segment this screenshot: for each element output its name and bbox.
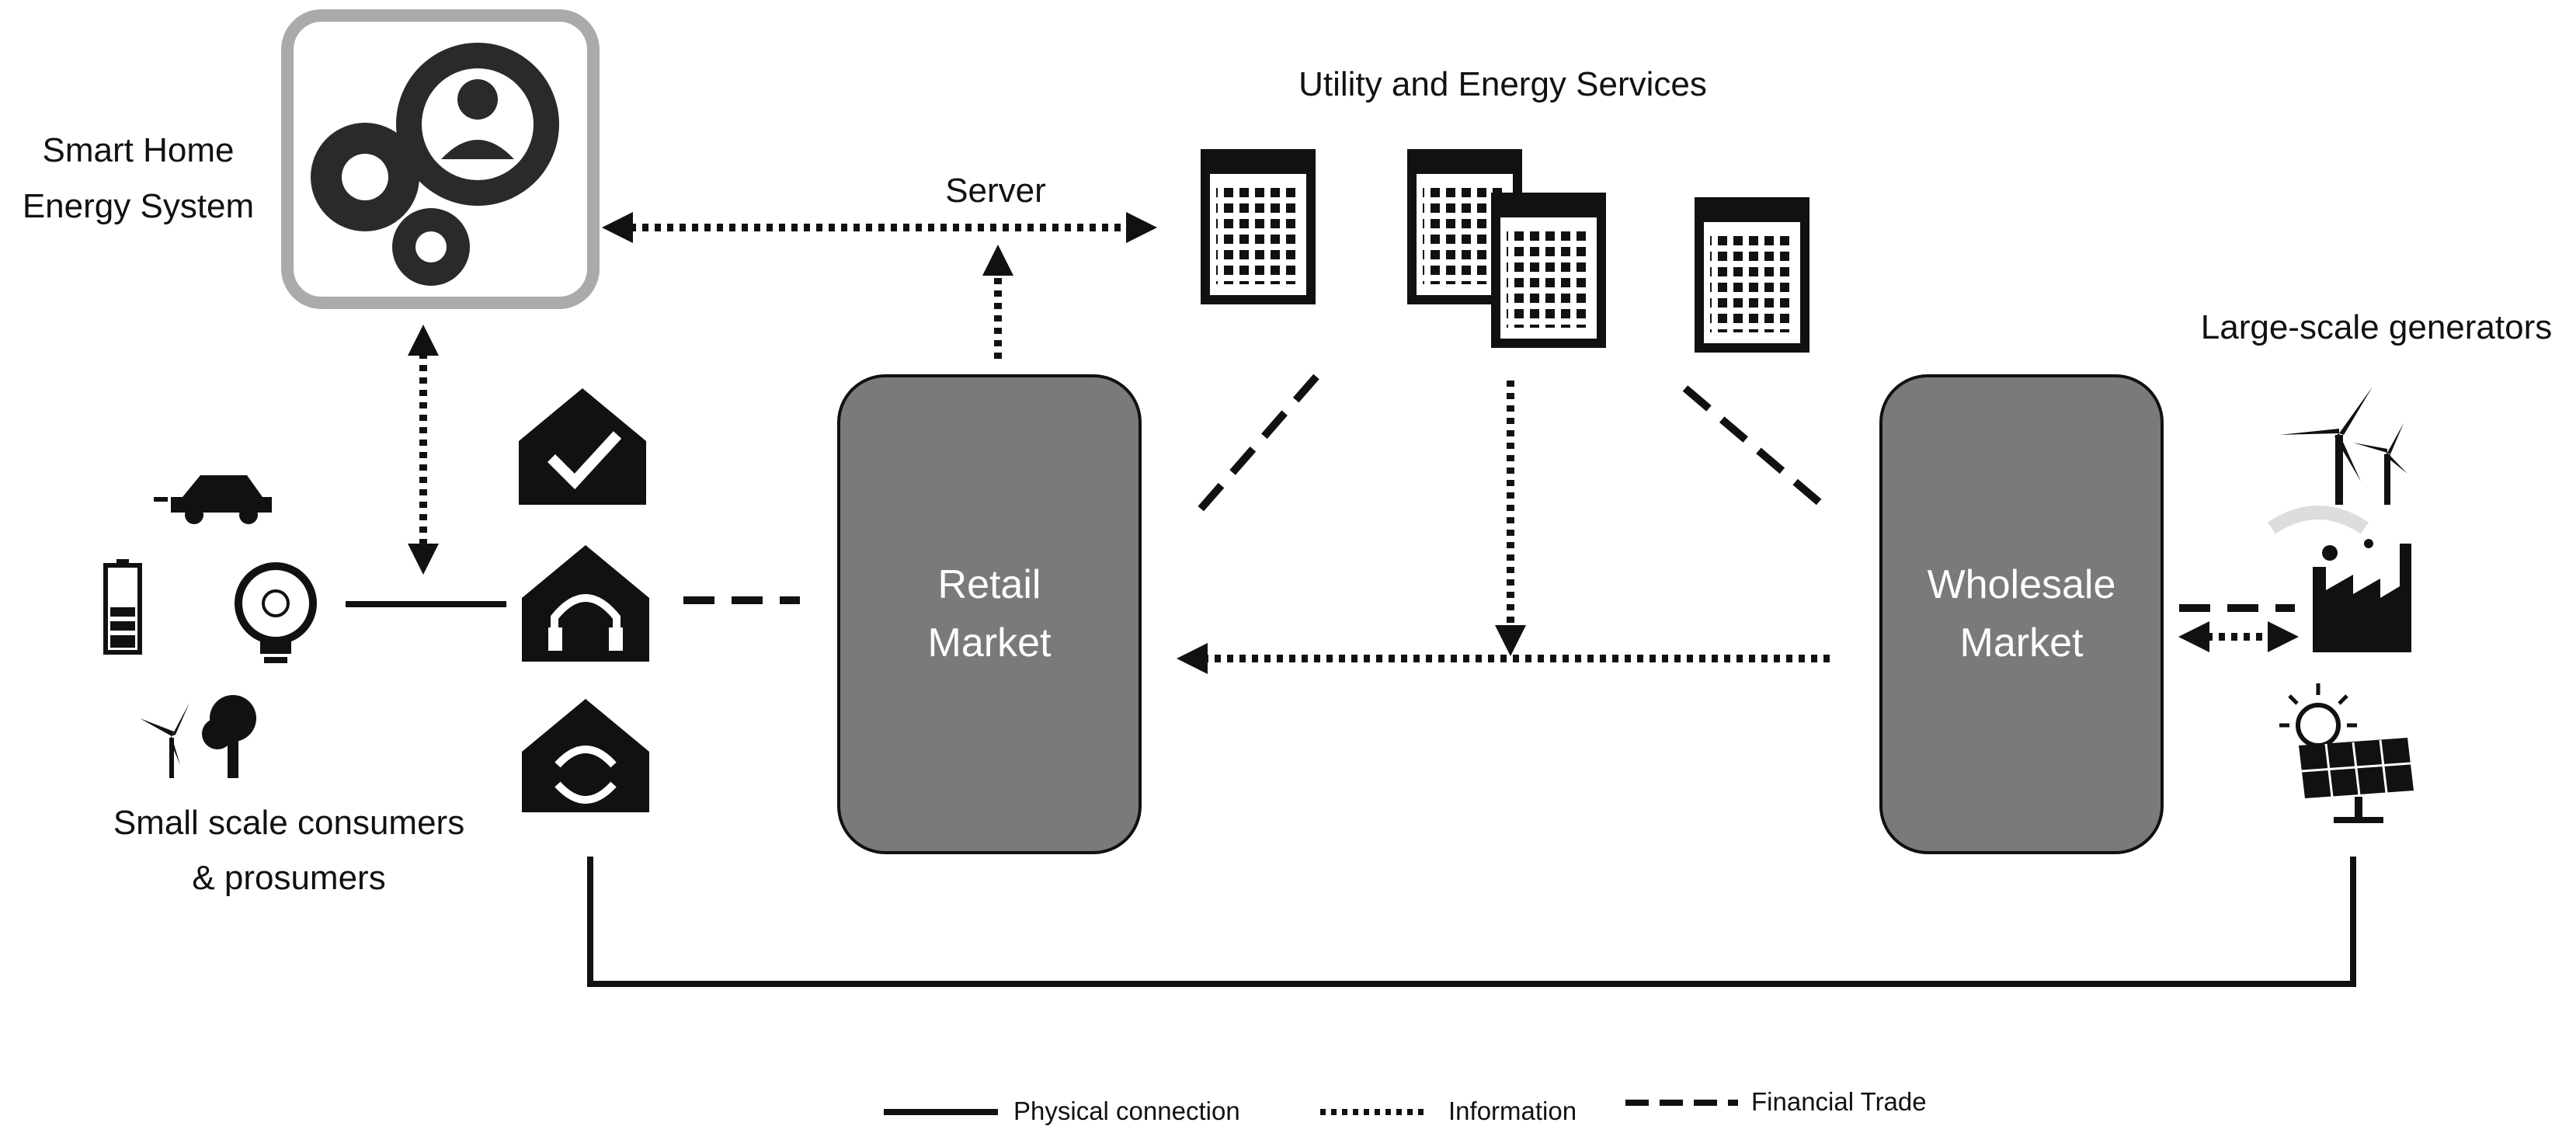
retail-label-1: Retail bbox=[938, 562, 1041, 607]
legend-information-label: Information bbox=[1448, 1097, 1577, 1125]
wind-turbines-icon bbox=[2268, 387, 2407, 534]
retail-market-box: Retail Market bbox=[837, 374, 1142, 854]
building-icon bbox=[1205, 154, 1311, 300]
small-scale-label-1: Small scale consumers bbox=[113, 804, 464, 842]
utility-retail-trade bbox=[1189, 374, 1319, 522]
legend: Physical connection Information Financia… bbox=[884, 1087, 1927, 1125]
car-icon bbox=[154, 475, 272, 524]
house-headphones-icon bbox=[522, 545, 649, 662]
house-cycle-icon bbox=[522, 699, 649, 812]
server-label: Server bbox=[945, 172, 1046, 210]
factory-icon bbox=[2313, 539, 2411, 652]
small-scale-label-2: & prosumers bbox=[192, 859, 385, 897]
house-check-icon bbox=[519, 388, 646, 505]
legend-financial-label: Financial Trade bbox=[1751, 1087, 1927, 1116]
utility-label: Utility and Energy Services bbox=[1298, 65, 1707, 103]
smart-home-energy-system: Smart Home Energy System bbox=[23, 9, 600, 309]
gears-person-icon bbox=[311, 43, 559, 286]
lightbulb-icon bbox=[235, 562, 317, 663]
windmill-tree-icon bbox=[140, 695, 256, 778]
utility-wholesale-trade bbox=[1682, 385, 1834, 516]
wholesale-market-box: Wholesale Market bbox=[1879, 374, 2164, 854]
battery-icon bbox=[103, 559, 142, 655]
wholesale-label-2: Market bbox=[1960, 620, 2084, 666]
legend-physical-label: Physical connection bbox=[1013, 1097, 1240, 1125]
smart-home-label-2: Energy System bbox=[23, 187, 254, 225]
smart-home-label-1: Smart Home bbox=[43, 131, 235, 169]
large-scale-label: Large-scale generators bbox=[2201, 308, 2552, 346]
bottom-physical-connection bbox=[587, 857, 2356, 987]
retail-label-2: Market bbox=[928, 620, 1052, 666]
building-icon bbox=[1496, 197, 1601, 343]
building-icon bbox=[1699, 202, 1805, 348]
wholesale-label-1: Wholesale bbox=[1928, 562, 2116, 607]
solar-panel-icon bbox=[2279, 683, 2414, 823]
